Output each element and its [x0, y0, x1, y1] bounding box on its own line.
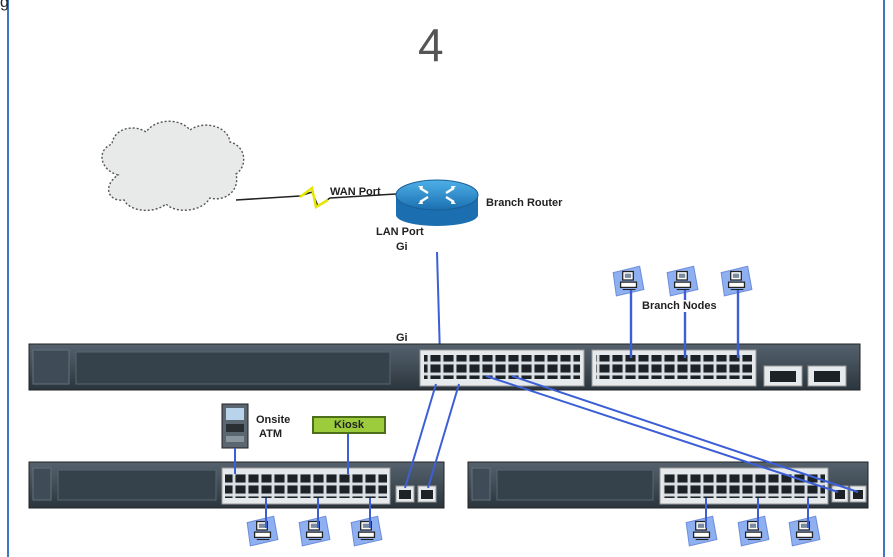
bottom-nodes-left: [246, 498, 383, 547]
access-switch-right-icon: [467, 461, 869, 509]
gi-switch-label: Gi: [396, 332, 408, 344]
atm-kiosk-links: [234, 434, 349, 474]
router-switch-link: [436, 251, 441, 357]
cloud-icon: [101, 120, 245, 211]
kiosk-box: Kiosk: [312, 416, 386, 434]
corner-fragment-text: g: [0, 0, 9, 11]
branch-nodes-label: Branch Nodes: [640, 300, 719, 312]
access-switch-left-icon: [28, 461, 445, 509]
node-icon: [737, 515, 770, 547]
branch-node-icon: [666, 265, 699, 297]
node-icon: [350, 515, 383, 547]
node-icon: [685, 515, 718, 547]
router-icon: [395, 179, 479, 226]
branch-node-icon: [720, 265, 753, 297]
wan-link: [235, 185, 397, 209]
node-icon: [298, 515, 331, 547]
node-icon: [788, 515, 821, 547]
lan-port-label: LAN Port: [376, 226, 424, 238]
atm-icon: [221, 403, 249, 449]
gi-router-label: Gi: [396, 241, 408, 253]
core-switch-icon: [28, 343, 861, 391]
bottom-nodes-right: [685, 498, 821, 547]
branch-router-label: Branch Router: [486, 197, 563, 209]
kiosk-label: Kiosk: [334, 419, 364, 431]
node-icon: [246, 515, 279, 547]
onsite-atm-label-line1: Onsite: [256, 414, 291, 426]
wan-port-label: WAN Port: [330, 186, 381, 198]
uplinks: [404, 375, 859, 493]
onsite-atm-label-line2: ATM: [259, 428, 283, 440]
slide-frame: [7, 0, 885, 557]
branch-node-icon: [612, 265, 645, 297]
slide-title: 4: [418, 19, 444, 71]
